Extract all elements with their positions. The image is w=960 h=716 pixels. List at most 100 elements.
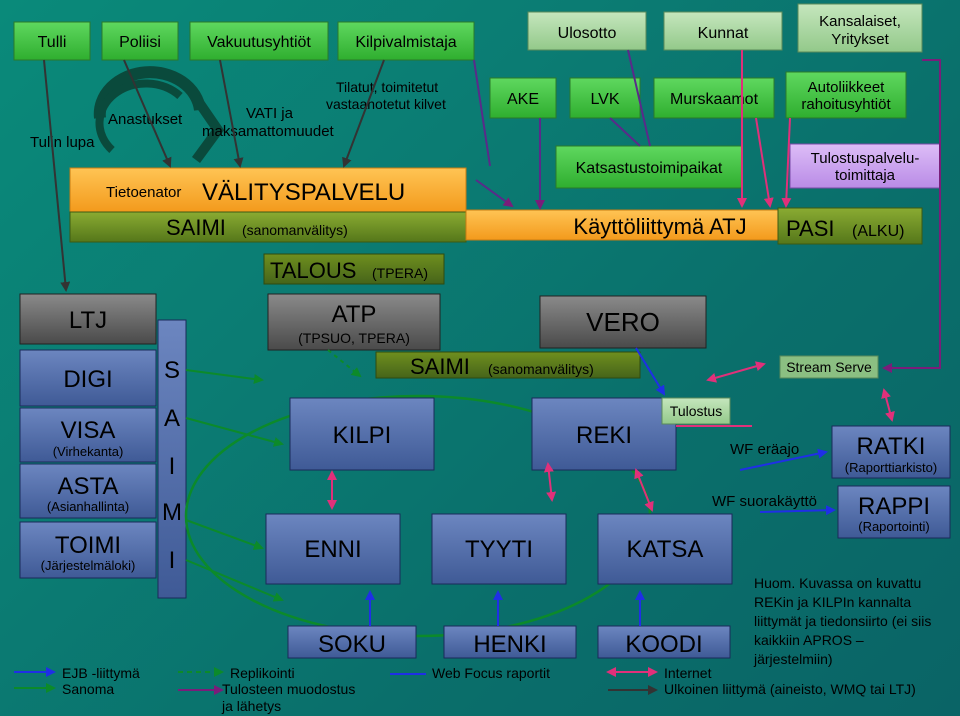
line-ulosotto [627, 49, 651, 147]
box-enni [265, 513, 401, 585]
arrow-to-kayttoliittyma [475, 179, 514, 208]
label-rappi: RAPPI [858, 493, 930, 520]
label-visa-sub: (Virhekanta) [53, 444, 124, 459]
label-tulostuspalvelu-2: toimittaja [835, 167, 896, 184]
label-reki: REKI [576, 422, 632, 449]
box-poliisi [101, 21, 179, 61]
label-ratki-sub: (Raporttiarkisto) [845, 460, 937, 475]
box-ake [489, 77, 557, 119]
bar-saimi-inner [375, 351, 641, 379]
box-murskaamot [653, 77, 775, 119]
label-rappi-sub: (Raportointi) [858, 519, 930, 534]
label-enni: ENNI [304, 536, 361, 563]
label-vero: VERO [586, 307, 660, 337]
line-lvk [609, 117, 641, 147]
bar-talous [263, 253, 445, 285]
label-talous-sub: (TPERA) [372, 265, 428, 281]
connectors [14, 49, 941, 695]
bar-valityspalvelu [69, 167, 467, 213]
saimi-letter-5: I [169, 547, 176, 574]
label-vakuutusyhtiot: Vakuutusyhtiöt [207, 34, 311, 51]
box-henki [443, 625, 577, 659]
arrow-tulostuspalvelu [882, 59, 941, 373]
legend-ejb: EJB -liittymä [62, 665, 140, 681]
arrow-reki-katsa [634, 468, 654, 512]
saimi-letter-4: M [162, 499, 182, 526]
label-kayttoliittyma: Käyttöliittymä ATJ [573, 214, 746, 239]
label-ltj: LTJ [69, 307, 107, 334]
box-tulostus [661, 397, 731, 425]
box-tulli [13, 21, 91, 61]
box-ratki [831, 425, 951, 479]
label-tilatut-2: vastaanotetut kilvet [326, 96, 446, 112]
box-saimi-vertical [157, 319, 187, 599]
arrow-vero-tulostus [635, 347, 666, 396]
arrow-murskaamot [755, 117, 774, 208]
label-kansalaiset-1: Kansalaiset, [819, 13, 901, 30]
label-talous: TALOUS [270, 258, 356, 283]
note-line-3: liittymät ja tiedonsiirto (ei siis [754, 613, 931, 629]
label-katsastus: Katsastustoimipaikat [576, 160, 723, 177]
label-sanomanvalitys-top: (sanomanvälitys) [242, 222, 348, 238]
box-tulostuspalvelu [789, 143, 941, 189]
arrow-reki-tyyti [543, 462, 557, 502]
box-katsa [597, 513, 733, 585]
label-lvk: LVK [590, 91, 619, 108]
label-saimi-top: SAIMI [166, 215, 226, 240]
label-anastukset: Anastukset [108, 111, 183, 128]
arrow-autoliikkeet [781, 117, 792, 208]
label-atp-sub: (TPSUO, TPERA) [298, 330, 410, 346]
arrow-reki-stream [706, 361, 766, 383]
label-vati-2: maksamattomuudet [202, 123, 335, 140]
arrow-saimi-1 [185, 369, 264, 384]
label-tulin-lupa: Tulin lupa [30, 134, 95, 151]
legend-ulkoinen: Ulkoinen liittymä (aineisto, WMQ tai LTJ… [664, 681, 916, 697]
label-tyyti: TYYTI [465, 536, 533, 563]
saimi-letter-1: S [164, 357, 180, 384]
label-asta-sub: (Asianhallinta) [47, 499, 129, 514]
label-kilpivalmistaja: Kilpivalmistaja [355, 34, 456, 51]
box-soku [287, 625, 417, 659]
box-visa [19, 407, 157, 463]
line-kilpivalmistaja [473, 59, 491, 167]
note-line-4: kaikkiin APROS – [754, 632, 864, 648]
arrow-wf-eraajo [739, 448, 828, 471]
legend: EJB -liittymä Sanoma Replikointi Tuloste… [62, 665, 916, 714]
arrow-stream-ratki [881, 388, 895, 422]
saimi-letter-3: I [169, 453, 176, 480]
label-tulostuspalvelu-1: Tulostuspalvelu- [811, 150, 920, 167]
note-line-2: REKin ja KILPIn kannalta [754, 594, 911, 610]
box-lvk [569, 77, 641, 119]
label-ratki: RATKI [857, 433, 926, 460]
label-valityspalvelu: VÄLITYSPALVELU [202, 179, 405, 206]
apros-logo-icon [93, 66, 225, 163]
label-pasi: PASI [786, 216, 835, 241]
label-stream-serve: Stream Serve [786, 359, 872, 375]
box-vero [539, 295, 707, 349]
arrow-saimi-4 [185, 559, 284, 602]
box-tyyti [431, 513, 567, 585]
box-asta [19, 463, 157, 519]
label-pasi-sub: (ALKU) [852, 223, 904, 240]
bar-kayttoliittyma [465, 209, 779, 241]
label-asta: ASTA [58, 473, 119, 500]
label-tietoenator: Tietoenator [106, 184, 181, 201]
label-toimi: TOIMI [55, 532, 121, 559]
label-murskaamot: Murskaamot [670, 91, 759, 108]
saimi-letter-2: A [164, 405, 180, 432]
core-systems: ATP (TPSUO, TPERA) VERO SAIMI (sanomanvä… [265, 293, 733, 659]
bar-pasi [777, 207, 923, 245]
label-digi: DIGI [63, 366, 112, 393]
arrow-atp-saimi [327, 349, 362, 378]
arrow-saimi-3 [185, 519, 264, 550]
label-toimi-sub: (Järjestelmäloki) [41, 558, 136, 573]
box-vakuutusyhtiot [189, 21, 329, 61]
legend-tulosteen-2: ja lähetys [221, 698, 281, 714]
legend-replikointi: Replikointi [230, 665, 295, 681]
legend-sanoma: Sanoma [62, 681, 114, 697]
right-systems: Stream Serve WF eräajo WF suorakäyttö RA… [712, 355, 951, 539]
label-ake: AKE [507, 91, 539, 108]
arrow-tulli-ltj [43, 59, 71, 292]
legend-tulosteen-1: Tulosteen muodostus [222, 681, 355, 697]
